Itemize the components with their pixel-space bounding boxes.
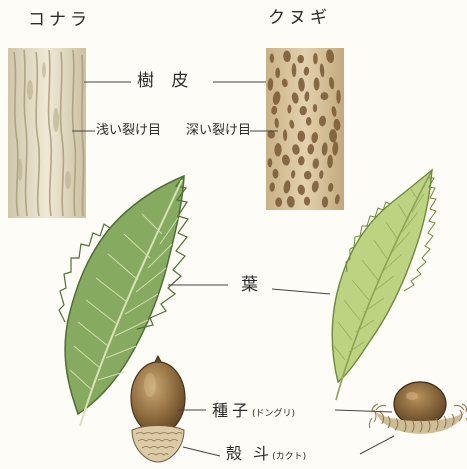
seed-label-note: (ドングリ): [252, 409, 295, 419]
shallow-cracks-label: 浅い裂け目: [96, 124, 161, 137]
cup-label-main: 殻 斗: [226, 444, 272, 463]
konara-bark: [8, 48, 86, 218]
seed-label-main: 種子: [212, 401, 252, 420]
kunugi-acorn: [369, 382, 467, 434]
kunugi-title: クヌギ: [268, 10, 331, 27]
kunugi-leaf: [332, 170, 436, 400]
seed-label: 種子(ドングリ): [212, 403, 295, 419]
cup-label-note: (カクト): [272, 452, 306, 462]
cup-label: 殻 斗(カクト): [226, 446, 306, 462]
leaf-label: 葉: [241, 277, 264, 294]
bark-crack-mark: [297, 55, 304, 63]
deep-cracks-label: 深い裂け目: [186, 124, 251, 137]
bark-label: 樹 皮: [137, 73, 194, 90]
konara-acorn: [131, 356, 185, 462]
kunugi-bark: [266, 48, 344, 210]
konara-title: コナラ: [28, 12, 91, 29]
